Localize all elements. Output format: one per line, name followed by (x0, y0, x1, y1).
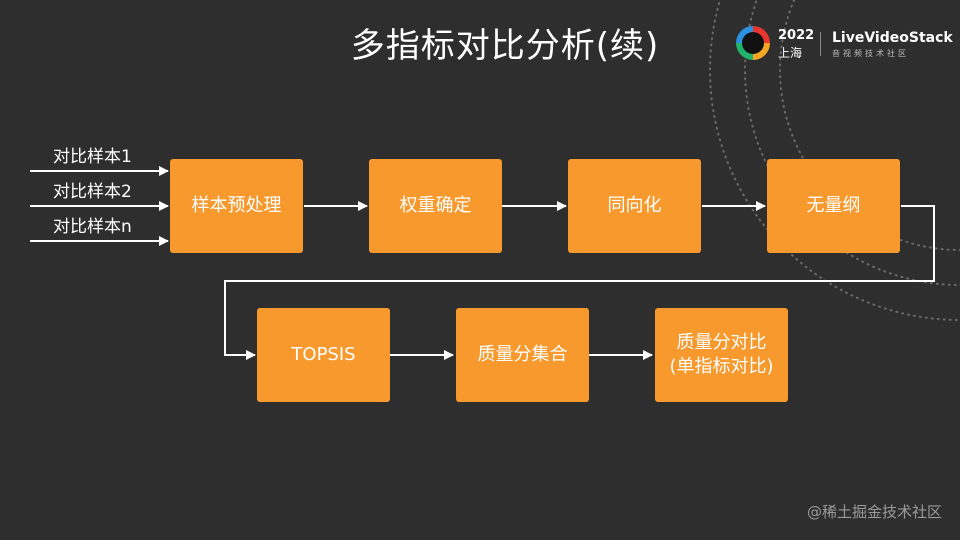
input-label-sample-n: 对比样本n (53, 217, 132, 237)
step-same-direction-label: 同向化 (607, 195, 662, 216)
step-dimensionless-label: 无量纲 (806, 195, 861, 216)
input-label-sample-1: 对比样本1 (53, 147, 132, 167)
step-weight-label: 权重确定 (399, 195, 472, 216)
input-label-sample-2: 对比样本2 (53, 182, 132, 202)
arrow-dimensionless-to-topsis (224, 205, 935, 360)
step-quality-set-label: 质量分集合 (477, 344, 568, 365)
step-quality-set: 质量分集合 (456, 308, 589, 402)
slide-title: 多指标对比分析(续) (350, 26, 660, 66)
livevideo-ring-icon (736, 26, 770, 60)
step-topsis-label: TOPSIS (291, 344, 356, 365)
logo-divider (820, 32, 821, 56)
step-quality-compare-sublabel: (单指标对比) (669, 356, 774, 377)
step-quality-compare-label: 质量分对比 (676, 332, 767, 353)
logo-city: 上海 (778, 46, 803, 60)
step-quality-compare: 质量分对比 (单指标对比) (655, 308, 788, 402)
step-same-direction: 同向化 (568, 159, 701, 253)
step-preprocess-label: 样本预处理 (191, 195, 282, 216)
watermark: @稀土掘金技术社区 (806, 503, 942, 521)
step-topsis: TOPSIS (257, 308, 390, 402)
logo-brand: LiveVideoStack (832, 30, 953, 46)
logo-brand-subtitle: 音视频技术社区 (832, 49, 909, 58)
event-logo: 2022 上海 LiveVideoStack 音视频技术社区 (734, 24, 953, 64)
step-preprocess: 样本预处理 (170, 159, 303, 253)
step-dimensionless: 无量纲 (767, 159, 900, 253)
logo-year: 2022 (778, 28, 815, 43)
step-weight: 权重确定 (369, 159, 502, 253)
